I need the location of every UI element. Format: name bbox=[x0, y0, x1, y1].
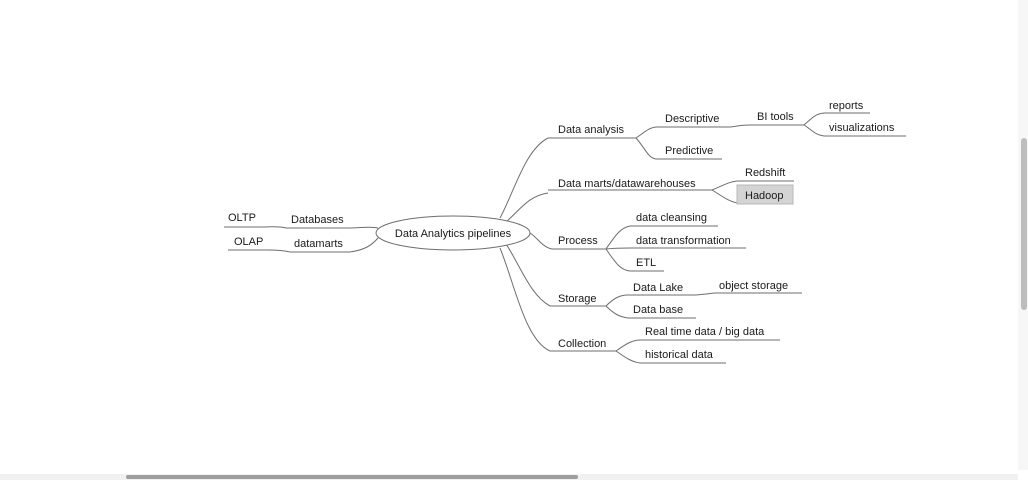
connector-databases-oltp bbox=[261, 226, 287, 229]
node-redshift[interactable]: Redshift bbox=[745, 167, 785, 179]
connector-data-marts-hadoop bbox=[711, 189, 738, 204]
vertical-scrollbar-thumb[interactable] bbox=[1021, 138, 1027, 310]
node-data-base[interactable]: Data base bbox=[633, 304, 683, 316]
connector-root-storage bbox=[505, 243, 551, 307]
connector-root-collection bbox=[499, 247, 551, 352]
connector-root-process bbox=[529, 232, 553, 250]
connector-root-data-analysis bbox=[499, 137, 549, 219]
connector-process-cleansing bbox=[605, 225, 631, 250]
root-node[interactable] bbox=[375, 215, 531, 251]
connector-data-analysis-descriptive bbox=[635, 126, 657, 139]
vertical-scrollbar[interactable] bbox=[1018, 0, 1028, 470]
connector-collection-realtime bbox=[615, 339, 641, 352]
connector-collection-historical bbox=[615, 350, 641, 364]
connector-storage-datalake bbox=[605, 294, 629, 307]
node-etl[interactable]: ETL bbox=[636, 257, 656, 269]
node-data-marts[interactable]: Data marts/datawarehouses bbox=[558, 178, 696, 190]
connector-process-transformation bbox=[605, 247, 631, 250]
node-hadoop[interactable]: Hadoop bbox=[745, 190, 784, 202]
underlines bbox=[224, 112, 906, 364]
connector-root-datamarts bbox=[349, 237, 379, 253]
horizontal-scrollbar[interactable] bbox=[0, 474, 1018, 480]
node-process[interactable]: Process bbox=[558, 235, 598, 247]
connector-data-analysis-predictive bbox=[635, 137, 657, 160]
node-data-transformation[interactable]: data transformation bbox=[636, 235, 731, 247]
node-predictive[interactable]: Predictive bbox=[665, 145, 713, 157]
connector-data-marts-redshift bbox=[711, 180, 738, 191]
horizontal-scrollbar-thumb[interactable] bbox=[126, 475, 578, 479]
node-hadoop-selection[interactable] bbox=[736, 184, 794, 205]
node-descriptive[interactable]: Descriptive bbox=[665, 113, 719, 125]
connectors bbox=[261, 112, 825, 364]
mindmap-diagram: Data Analytics pipelines Databases datam… bbox=[224, 100, 906, 364]
node-collection[interactable]: Collection bbox=[558, 338, 606, 350]
connector-root-databases bbox=[349, 226, 379, 229]
node-oltp[interactable]: OLTP bbox=[228, 212, 256, 224]
node-historical-data[interactable]: historical data bbox=[645, 349, 714, 361]
connector-storage-database bbox=[605, 305, 629, 319]
node-olap[interactable]: OLAP bbox=[234, 236, 263, 248]
node-data-lake[interactable]: Data Lake bbox=[633, 282, 683, 294]
node-data-cleansing[interactable]: data cleansing bbox=[636, 212, 707, 224]
node-storage[interactable]: Storage bbox=[558, 293, 597, 305]
node-bi-tools[interactable]: BI tools bbox=[757, 111, 794, 123]
connector-root-data-marts bbox=[505, 192, 549, 223]
connector-bi-tools-reports bbox=[803, 112, 825, 126]
node-databases[interactable]: Databases bbox=[291, 214, 344, 226]
connector-process-etl bbox=[605, 248, 631, 272]
node-reports[interactable]: reports bbox=[829, 100, 864, 112]
connector-datamarts-olap bbox=[267, 249, 291, 253]
connector-bi-tools-visualizations bbox=[803, 124, 825, 137]
node-visualizations[interactable]: visualizations bbox=[829, 122, 895, 134]
node-datamarts[interactable]: datamarts bbox=[294, 238, 343, 250]
connector-descriptive-bi-tools bbox=[729, 124, 751, 128]
connector-datalake-object-storage bbox=[695, 292, 715, 296]
node-data-analysis[interactable]: Data analysis bbox=[558, 124, 625, 136]
node-object-storage[interactable]: object storage bbox=[719, 280, 788, 292]
root-node-label: Data Analytics pipelines bbox=[395, 228, 512, 240]
node-realtime-data[interactable]: Real time data / big data bbox=[645, 326, 765, 338]
